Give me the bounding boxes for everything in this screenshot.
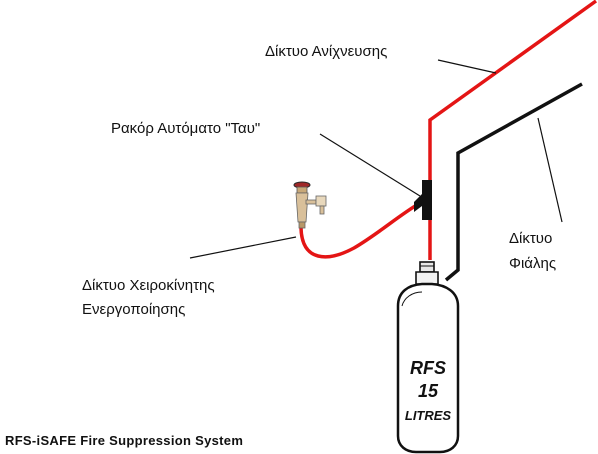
label-bottle-network-line2: Φιάλης — [509, 255, 556, 272]
extinguisher-cylinder — [396, 261, 460, 454]
manual-valve-icon — [293, 181, 327, 229]
bottle-network-tube — [444, 82, 583, 282]
cylinder-brand-text: RFS — [410, 358, 446, 378]
detection-network-tube — [428, 0, 598, 260]
label-tee-fitting: Ρακόρ Αυτόματο "Ταυ" — [111, 120, 260, 137]
cylinder-capacity-unit: LITRES — [405, 408, 452, 423]
label-manual-network-line2: Ενεργοποίησης — [82, 301, 185, 318]
leader-line-detection — [437, 59, 497, 74]
label-detection-network: Δίκτυο Ανίχνευσης — [265, 43, 387, 60]
label-bottle-network-line1: Δίκτυο — [509, 230, 552, 247]
footer-system-title: RFS-iSAFE Fire Suppression System — [5, 433, 243, 448]
manual-activation-hose — [299, 201, 422, 259]
leader-line-manual — [189, 236, 297, 259]
leader-line-bottle — [537, 117, 563, 223]
label-manual-network-line1: Δίκτυο Χειροκίνητης — [82, 277, 215, 294]
cylinder-capacity-number: 15 — [418, 381, 439, 401]
leader-line-tee — [319, 133, 421, 197]
tee-fitting — [414, 180, 432, 220]
